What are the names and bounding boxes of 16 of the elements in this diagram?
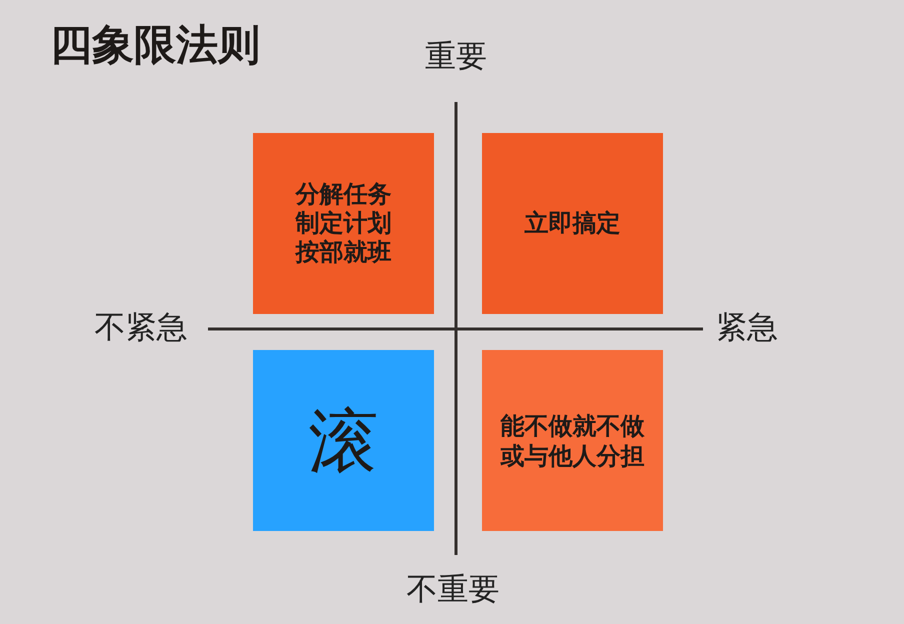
quadrant-text: 按部就班 (296, 238, 392, 267)
quadrant-box (253, 133, 434, 314)
quadrant-text: 立即搞定 (524, 209, 620, 238)
quadrant-box (253, 350, 434, 531)
diagram-title: 四象限法则 (50, 20, 260, 70)
axis-label: 重要 (425, 38, 487, 76)
axis-label: 不重要 (406, 571, 500, 609)
quadrant-text: 滚 (308, 400, 378, 480)
axis-label: 不紧急 (94, 309, 188, 347)
axis-label: 紧急 (716, 309, 778, 347)
quadrant-text: 制定计划 (296, 209, 392, 238)
quadrant-box (482, 133, 663, 314)
quadrant-box (482, 350, 663, 531)
quadrant-text: 能不做就不做 (500, 410, 644, 440)
quadrant-text: 分解任务 (296, 180, 392, 209)
quadrant-text: 或与他人分担 (500, 440, 644, 470)
